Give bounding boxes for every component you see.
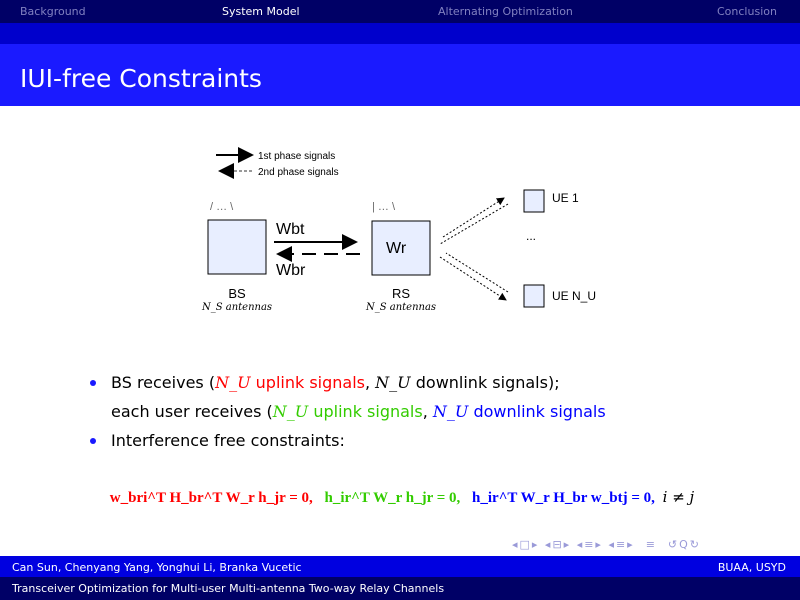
rs-label: RS — [392, 286, 410, 301]
ue1-label: UE 1 — [552, 191, 579, 205]
footer-affiliation: BUAA, USYD — [717, 561, 786, 574]
footer-authors-bar: Can Sun, Chenyang Yang, Yonghui Li, Bran… — [0, 556, 800, 577]
nav-background[interactable]: Background — [20, 5, 86, 18]
footer-title-bar: Transceiver Optimization for Multi-user … — [0, 577, 800, 600]
legend-first-phase: 1st phase signals — [258, 151, 335, 162]
bs-label: BS — [228, 286, 246, 301]
eq-user-uplink-constraint: h_ir^T W_r h_jr = 0, — [324, 490, 461, 506]
ue1-box — [523, 189, 545, 213]
section-nav: Background System Model Alternating Opti… — [0, 0, 800, 23]
uen-box — [523, 284, 545, 308]
nav-alternating-optimization[interactable]: Alternating Optimization — [438, 5, 573, 18]
bs-box — [207, 219, 267, 275]
legend-second-phase: 2nd phase signals — [258, 167, 339, 178]
subsection-band — [0, 23, 800, 44]
svg-text:/ … \: / … \ — [210, 201, 234, 213]
eq-condition: i ≠ j — [662, 488, 695, 506]
frame-title: IUI-free Constraints — [0, 44, 800, 106]
bullet-constraints: Interference free constraints: — [90, 426, 606, 455]
beamer-nav-symbols[interactable]: ◂□▸ ◂⊟▸ ◂≡▸ ◂≡▸ ≡ ↺Q↻ — [512, 538, 701, 551]
constraint-equation: w_bri^T H_br^T W_r h_jr = 0, h_ir^T W_r … — [0, 488, 800, 507]
nav-system-model[interactable]: System Model — [222, 5, 300, 18]
wbt-label: Wbt — [276, 221, 305, 238]
nav-conclusion[interactable]: Conclusion — [717, 5, 777, 18]
wr-label: Wr — [386, 240, 407, 257]
bullet-list: BS receives (N_U uplink signals, N_U dow… — [90, 368, 606, 455]
bullet-user-receives: each user receives (N_U uplink signals, … — [111, 402, 606, 421]
footer-authors: Can Sun, Chenyang Yang, Yonghui Li, Bran… — [12, 561, 302, 574]
bullet-bs-receives: BS receives (N_U uplink signals, N_U dow… — [90, 368, 606, 397]
eq-bs-constraint: w_bri^T H_br^T W_r h_jr = 0, — [109, 490, 313, 506]
svg-text:| … \: | … \ — [372, 201, 396, 213]
bs-antennas: N_S antennas — [201, 302, 272, 313]
uen-label: UE N_U — [552, 289, 596, 303]
eq-user-downlink-constraint: h_ir^T W_r H_br w_btj = 0, — [472, 490, 655, 506]
footer-talk-title: Transceiver Optimization for Multi-user … — [12, 582, 445, 595]
ue-ellipsis: ... — [526, 229, 536, 243]
system-diagram: 1st phase signals 2nd phase signals / … … — [201, 147, 596, 313]
wbr-label: Wbr — [276, 262, 306, 279]
rs-antennas: N_S antennas — [365, 302, 436, 313]
legend: 1st phase signals 2nd phase signals — [216, 147, 339, 179]
rs-box — [371, 220, 431, 276]
